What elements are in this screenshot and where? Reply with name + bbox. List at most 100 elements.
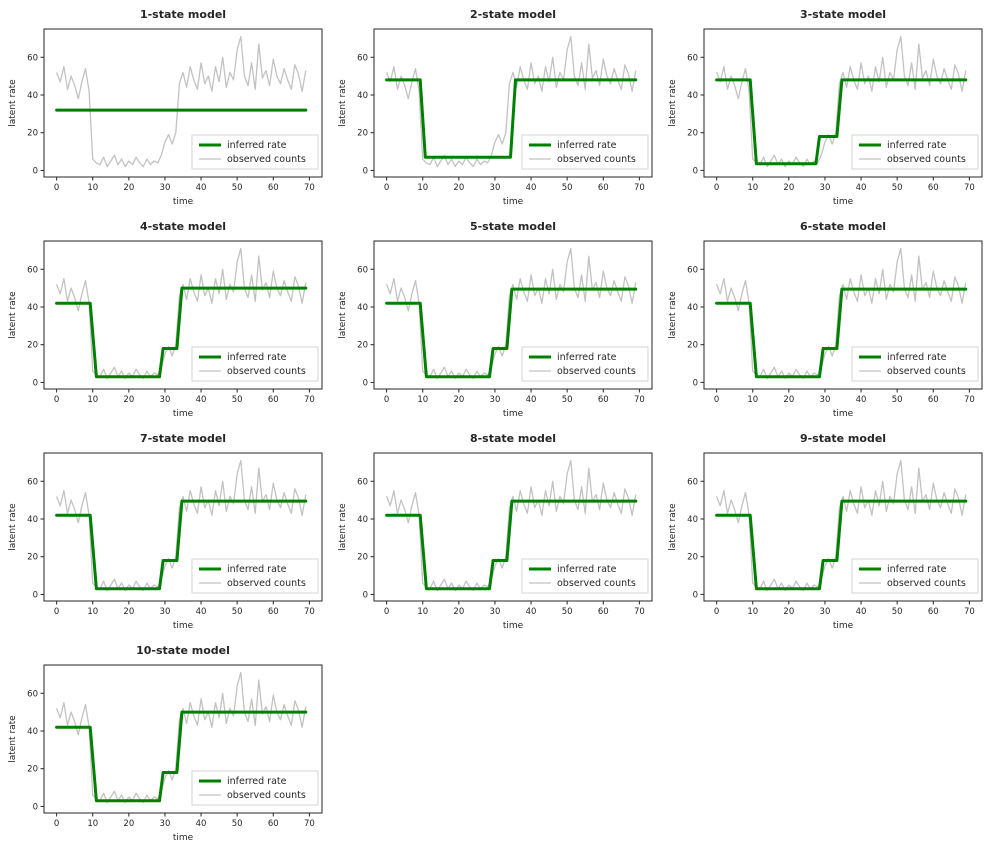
chart-title: 3-state model [799, 8, 887, 21]
x-tick-label: 40 [856, 183, 867, 193]
legend-box [851, 134, 979, 170]
y-axis-label: latent rate [338, 503, 348, 551]
chart-title: 4-state model [139, 220, 227, 233]
y-tick-label: 40 [27, 91, 38, 101]
x-tick-label: 10 [417, 607, 428, 617]
x-tick-label: 60 [928, 183, 939, 193]
inferred-rate-line [385, 78, 638, 159]
x-axis-label: time [173, 197, 194, 207]
y-axis-label: latent rate [8, 503, 18, 551]
chart-title: 1-state model [139, 8, 227, 21]
x-tick-label: 30 [490, 607, 501, 617]
y-tick-label: 40 [27, 727, 38, 737]
x-tick-label: 40 [196, 819, 207, 829]
legend-label-inferred: inferred rate [557, 140, 617, 151]
x-tick-label: 0 [54, 395, 59, 405]
legend-label-observed: observed counts [227, 790, 306, 801]
x-tick-label: 10 [87, 819, 98, 829]
legend-box [851, 346, 979, 382]
axes-frame [43, 240, 323, 390]
x-tick-label: 70 [634, 607, 645, 617]
chart-title: 10-state model [136, 644, 230, 657]
legend-box [191, 558, 319, 594]
x-tick-label: 0 [54, 607, 59, 617]
x-tick-label: 50 [892, 183, 903, 193]
y-tick-label: 20 [27, 765, 38, 775]
x-axis-label: time [833, 197, 854, 207]
y-tick-label: 40 [27, 515, 38, 525]
x-tick-label: 10 [417, 395, 428, 405]
axes-frame [703, 240, 983, 390]
y-tick-label: 60 [27, 53, 38, 63]
y-tick-label: 0 [33, 802, 38, 812]
x-tick-label: 40 [856, 607, 867, 617]
chart-title: 6-state model [799, 220, 887, 233]
inferred-rate-line [55, 710, 308, 803]
legend-box [191, 134, 319, 170]
y-tick-label: 40 [687, 91, 698, 101]
y-tick-label: 40 [687, 515, 698, 525]
x-axis-label: time [833, 409, 854, 419]
axes-frame [703, 28, 983, 178]
x-tick-label: 40 [526, 183, 537, 193]
x-tick-label: 0 [714, 183, 719, 193]
x-tick-label: 40 [526, 607, 537, 617]
x-tick-label: 40 [856, 395, 867, 405]
x-tick-label: 0 [54, 819, 59, 829]
legend-label-observed: observed counts [557, 366, 636, 377]
x-tick-label: 40 [196, 183, 207, 193]
x-tick-label: 20 [453, 183, 464, 193]
x-tick-label: 70 [634, 183, 645, 193]
legend-box [521, 346, 649, 382]
x-tick-label: 70 [304, 395, 315, 405]
y-tick-label: 0 [33, 166, 38, 176]
y-tick-label: 20 [27, 553, 38, 563]
y-tick-label: 60 [27, 477, 38, 487]
axes-frame [43, 452, 323, 602]
x-tick-label: 30 [160, 607, 171, 617]
y-tick-label: 40 [357, 91, 368, 101]
x-tick-label: 20 [123, 183, 134, 193]
x-tick-label: 60 [928, 607, 939, 617]
x-tick-label: 20 [453, 395, 464, 405]
y-axis-label: latent rate [8, 79, 18, 127]
x-tick-label: 0 [714, 395, 719, 405]
legend-label-observed: observed counts [887, 154, 966, 165]
y-tick-label: 0 [363, 378, 368, 388]
x-tick-label: 50 [232, 819, 243, 829]
x-tick-label: 60 [598, 395, 609, 405]
y-tick-label: 60 [357, 265, 368, 275]
x-tick-label: 50 [892, 607, 903, 617]
axes-frame [703, 452, 983, 602]
y-axis-label: latent rate [338, 79, 348, 127]
x-tick-label: 50 [562, 395, 573, 405]
x-tick-label: 50 [232, 183, 243, 193]
legend-box [191, 346, 319, 382]
x-tick-label: 60 [268, 183, 279, 193]
x-tick-label: 70 [634, 395, 645, 405]
x-tick-label: 60 [598, 183, 609, 193]
axes-frame [43, 28, 323, 178]
y-axis-label: latent rate [668, 503, 678, 551]
x-tick-label: 30 [490, 395, 501, 405]
y-tick-label: 60 [687, 265, 698, 275]
x-tick-label: 50 [892, 395, 903, 405]
x-tick-label: 70 [304, 819, 315, 829]
x-tick-label: 10 [87, 607, 98, 617]
